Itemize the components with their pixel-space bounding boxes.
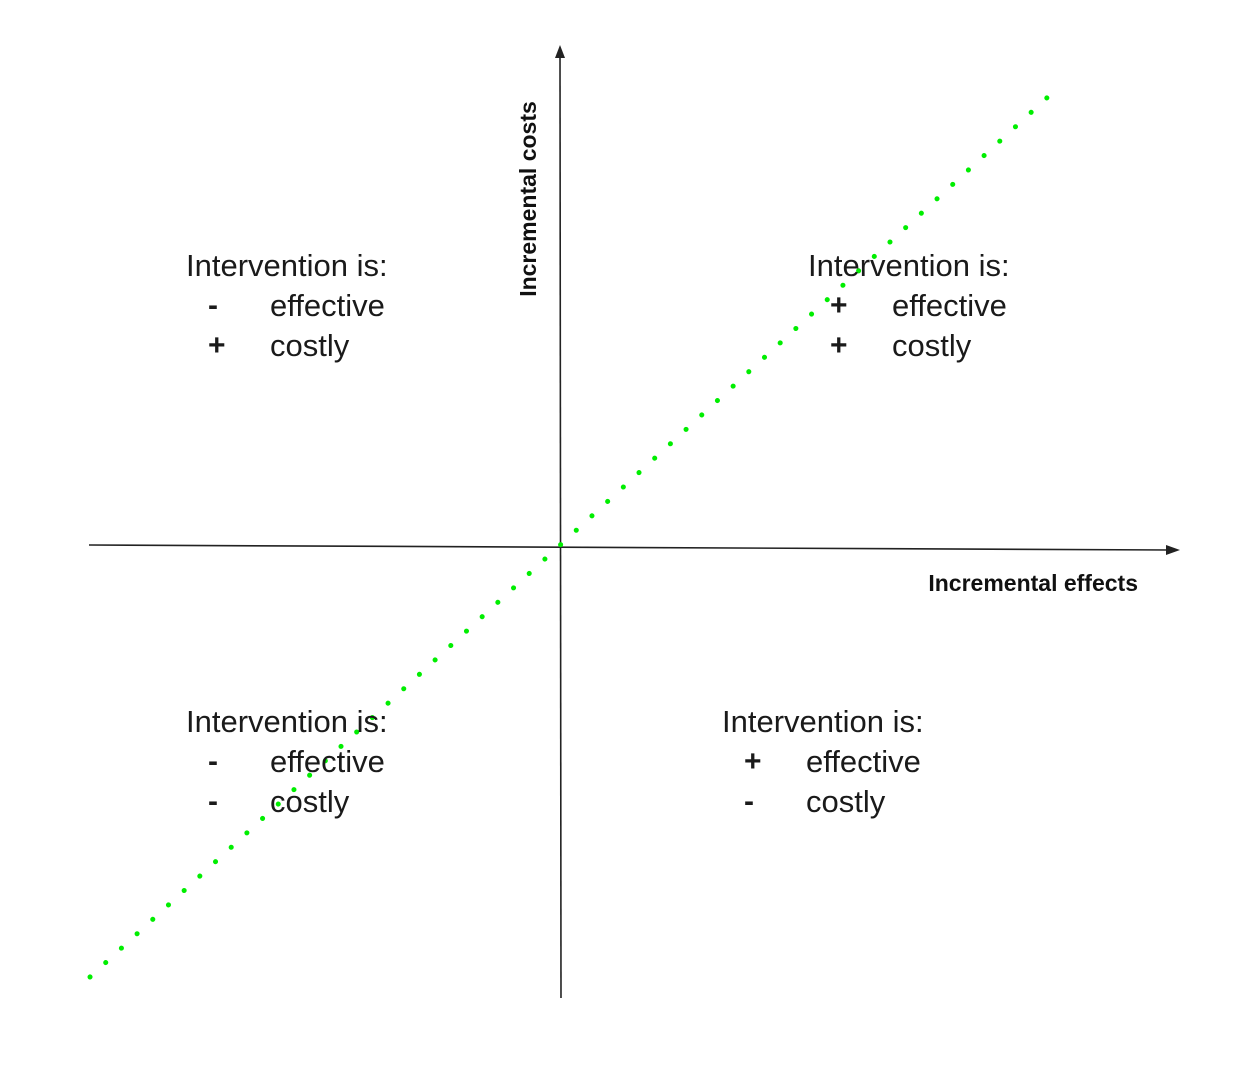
sign-marker: +: [830, 289, 848, 322]
sign-marker: +: [208, 329, 226, 362]
quadrant-row-effective: + effective: [808, 286, 1010, 326]
quadrant-title: Intervention is:: [186, 704, 388, 739]
row-label: costly: [270, 784, 350, 819]
quadrant-title: Intervention is:: [722, 704, 924, 739]
row-label: effective: [270, 744, 385, 779]
x-axis-label: Incremental effects: [928, 570, 1138, 596]
quadrant-top-right: Intervention is: + effective + costly: [808, 246, 1010, 366]
quadrant-row-costly: - costly: [186, 782, 388, 822]
x-axis: [88, 544, 1171, 551]
threshold-line: [87, 92, 1053, 980]
quadrant-title: Intervention is:: [186, 248, 388, 283]
quadrant-top-left: Intervention is: - effective + costly: [186, 246, 388, 366]
sign-marker: -: [744, 785, 754, 818]
row-label: costly: [892, 328, 972, 363]
quadrant-row-costly: - costly: [722, 782, 924, 822]
row-label: costly: [270, 328, 350, 363]
y-axis-label: Incremental costs: [515, 101, 541, 297]
quadrant-row-effective: + effective: [722, 742, 924, 782]
row-label: effective: [270, 288, 385, 323]
y-axis: [559, 55, 562, 999]
quadrant-row-costly: + costly: [186, 326, 388, 366]
y-axis-arrowhead: [555, 45, 565, 58]
sign-marker: -: [208, 785, 218, 818]
row-label: costly: [806, 784, 886, 819]
quadrant-title: Intervention is:: [808, 248, 1010, 283]
sign-marker: -: [208, 289, 218, 322]
sign-marker: +: [744, 745, 762, 778]
sign-marker: -: [208, 745, 218, 778]
quadrant-row-costly: + costly: [808, 326, 1010, 366]
sign-marker: +: [830, 329, 848, 362]
quadrant-bottom-right: Intervention is: + effective - costly: [722, 702, 924, 822]
row-label: effective: [806, 744, 921, 779]
quadrant-bottom-left: Intervention is: - effective - costly: [186, 702, 388, 822]
row-label: effective: [892, 288, 1007, 323]
x-axis-arrowhead: [1166, 545, 1180, 555]
quadrant-row-effective: - effective: [186, 742, 388, 782]
quadrant-row-effective: - effective: [186, 286, 388, 326]
